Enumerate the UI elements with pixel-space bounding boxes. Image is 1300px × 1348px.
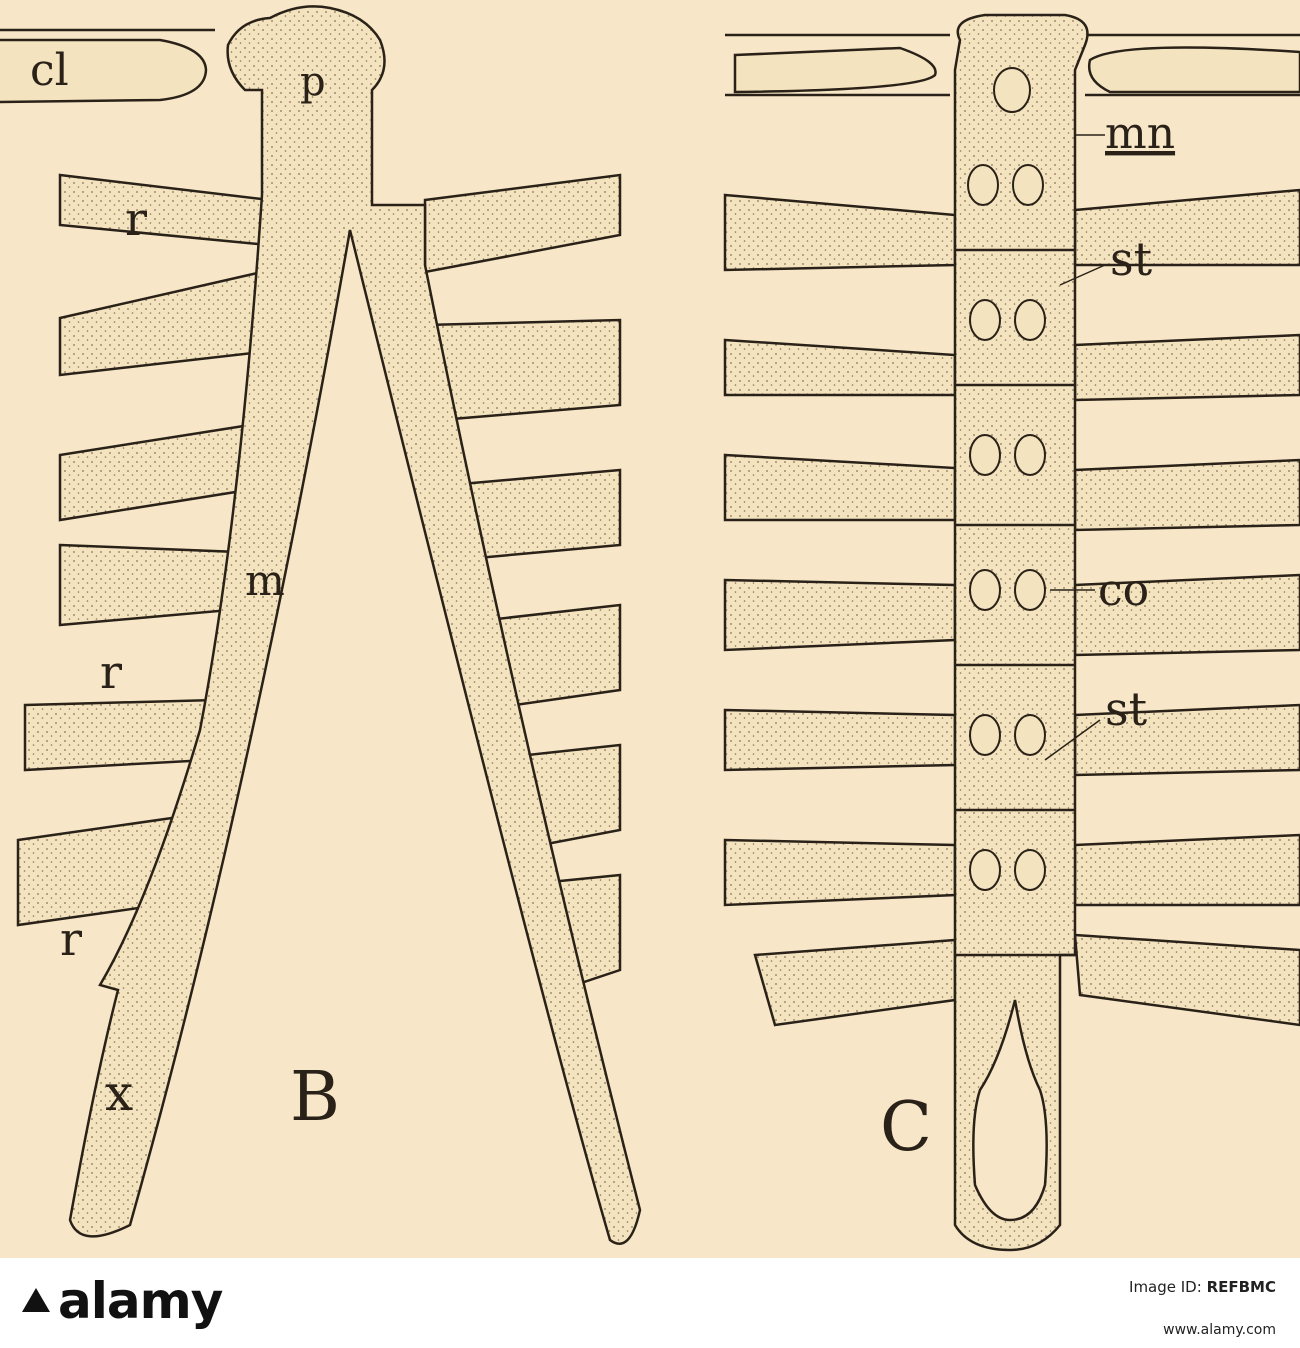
label-co: co bbox=[1098, 565, 1149, 616]
ossification-center bbox=[969, 434, 1001, 476]
ossification-center bbox=[967, 164, 999, 206]
ossification-center bbox=[969, 299, 1001, 341]
label-cl: cl bbox=[30, 45, 69, 96]
rib-c-right-1 bbox=[1073, 188, 1300, 267]
rib-c-left-1 bbox=[723, 193, 957, 272]
leader-line-st2 bbox=[1044, 719, 1101, 761]
sternum-diagram: cl p r m r r x B mn st co st C bbox=[0, 5, 1300, 1252]
label-r-1: r bbox=[125, 192, 147, 246]
ossification-center bbox=[1014, 849, 1046, 891]
image-id: REFBMC bbox=[1206, 1278, 1276, 1296]
rib-b-left-3 bbox=[58, 423, 252, 522]
label-C: C bbox=[880, 1088, 932, 1167]
image-id-row: Image ID: REFBMC bbox=[1129, 1276, 1276, 1298]
ossification-center bbox=[1014, 569, 1046, 611]
clavicle-shape bbox=[0, 38, 208, 104]
stock-footer: alamy Image ID: REFBMC www.alamy.com bbox=[0, 1258, 1300, 1348]
figure-c bbox=[723, 13, 1300, 1252]
label-m: m bbox=[245, 556, 285, 605]
xiphoid-foramen bbox=[972, 999, 1048, 1222]
rib-c-right-2 bbox=[1073, 333, 1300, 402]
label-p: p bbox=[300, 59, 326, 105]
alamy-logo-icon bbox=[22, 1288, 50, 1312]
ossification-center bbox=[1014, 434, 1046, 476]
ossification-center bbox=[969, 714, 1001, 756]
figure-labels: cl p r m r r x B mn st co st C bbox=[30, 45, 1175, 1167]
label-st-1: st bbox=[1110, 232, 1153, 286]
ossification-center bbox=[969, 849, 1001, 891]
anatomical-figure: cl p r m r r x B mn st co st C bbox=[0, 0, 1300, 1258]
label-r-3: r bbox=[60, 912, 82, 966]
sternum-b bbox=[68, 5, 642, 1245]
rib-c-right-7 bbox=[1073, 933, 1300, 1027]
rib-b-left-1 bbox=[58, 173, 272, 247]
rib-b-left-4 bbox=[58, 543, 240, 627]
label-mn: mn bbox=[1105, 108, 1175, 159]
label-x: x bbox=[105, 1064, 133, 1122]
rib-b-left-5 bbox=[23, 698, 217, 772]
rib-c-left-4 bbox=[723, 578, 957, 652]
image-id-label: Image ID: bbox=[1129, 1278, 1202, 1296]
rib-c-right-6 bbox=[1073, 833, 1300, 907]
label-r-2: r bbox=[100, 645, 122, 699]
figure-b bbox=[0, 5, 642, 1245]
ossification-center bbox=[1014, 714, 1046, 756]
label-st-2: st bbox=[1105, 682, 1148, 736]
clavicle-c-left bbox=[733, 46, 937, 94]
site-url[interactable]: www.alamy.com bbox=[1163, 1322, 1276, 1338]
brand-name: alamy bbox=[58, 1272, 223, 1330]
ossification-center bbox=[1012, 164, 1044, 206]
clavicle-c-right bbox=[1087, 46, 1300, 94]
ossification-center bbox=[1014, 299, 1046, 341]
alamy-logo: alamy bbox=[22, 1272, 223, 1330]
rib-c-right-3 bbox=[1073, 458, 1300, 532]
rib-c-left-2 bbox=[723, 338, 957, 397]
rib-c-left-3 bbox=[723, 453, 957, 522]
rib-c-left-7 bbox=[753, 938, 957, 1027]
rib-b-right-1 bbox=[423, 173, 622, 274]
image-meta: Image ID: REFBMC bbox=[1129, 1276, 1276, 1298]
label-B: B bbox=[290, 1058, 340, 1137]
rib-c-left-6 bbox=[723, 838, 957, 907]
leader-line-st1 bbox=[1059, 264, 1106, 286]
rib-c-left-5 bbox=[723, 708, 957, 772]
ossification-center bbox=[993, 67, 1031, 113]
rib-b-left-2 bbox=[58, 270, 264, 377]
ossification-center bbox=[969, 569, 1001, 611]
